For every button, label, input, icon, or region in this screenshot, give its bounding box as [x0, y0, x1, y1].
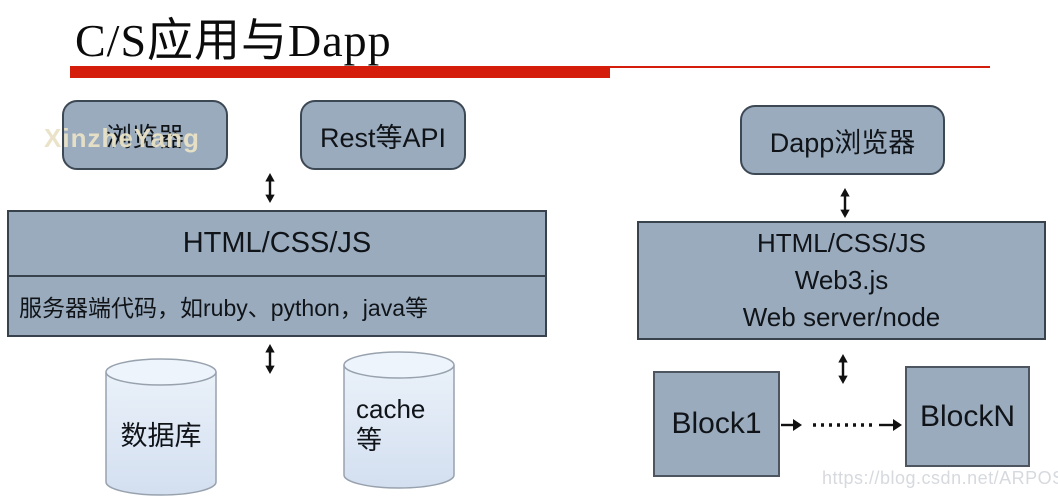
node-browser: 浏览器 [62, 100, 228, 170]
cache-label-line2: 等 [356, 425, 383, 455]
title-underline-thin [610, 66, 990, 68]
watermark-bottom-right: https://blog.csdn.net/ARPOSPF [822, 468, 1058, 488]
node-cache-label: cache 等 [342, 349, 456, 489]
block-chain-dotted-arrow [781, 419, 902, 431]
web-stack-right-line2: Web3.js [794, 265, 889, 295]
double-arrow-icon [265, 344, 275, 374]
web-stack-left-top: HTML/CSS/JS [9, 212, 545, 277]
double-arrow-icon [265, 173, 275, 203]
title-underline-thick [70, 66, 610, 78]
cylinder-icon [343, 351, 455, 489]
cache-label-line1: cache [356, 394, 426, 424]
node-blockn-label: BlockN [919, 399, 1016, 433]
node-rest-api-label: Rest等API [319, 122, 447, 153]
node-browser-label: 浏览器 [105, 121, 184, 152]
node-database-cylinder: 数据库 [104, 356, 218, 496]
node-blockn: BlockN [905, 366, 1030, 467]
web-stack-right-line1: HTML/CSS/JS [756, 228, 927, 258]
web-stack-right-line3: Web server/node [742, 302, 941, 332]
double-arrow-icon [838, 354, 848, 384]
node-rest-api: Rest等API [300, 100, 466, 170]
web-stack-left-bottom: 服务器端代码，如ruby、python，java等 [19, 295, 428, 321]
double-arrow-icon [840, 188, 850, 218]
node-cache-cylinder: cache 等 [342, 349, 456, 489]
node-dapp-browser: Dapp浏览器 [740, 105, 945, 175]
node-web-stack-left: HTML/CSS/JS 服务器端代码，如ruby、python，java等 [7, 210, 547, 337]
cylinder-icon [105, 358, 217, 496]
node-dapp-browser-label: Dapp浏览器 [769, 127, 916, 158]
node-database-label: 数据库 [120, 420, 202, 451]
page-title: C/S应用与Dapp [75, 15, 392, 66]
node-block1-label: Block1 [671, 407, 762, 440]
node-web-stack-right: HTML/CSS/JS Web3.js Web server/node [637, 221, 1046, 340]
node-block1: Block1 [653, 371, 780, 477]
